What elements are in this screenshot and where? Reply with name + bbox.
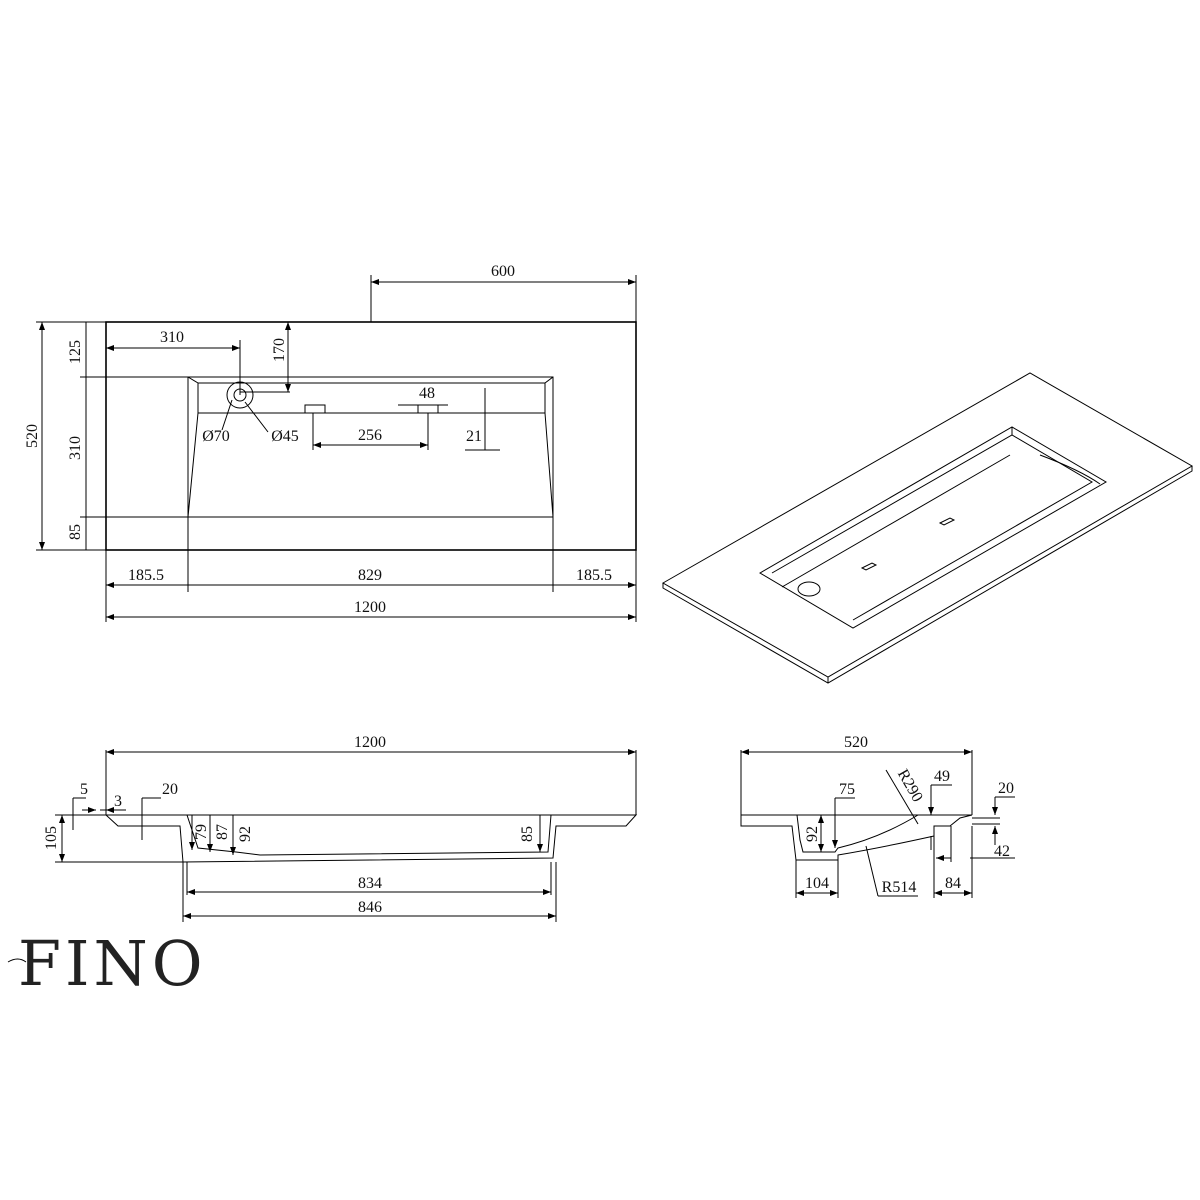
overflow-slot-2 [417,404,439,414]
dim-85: 85 [67,524,84,540]
radius-514: R514 [882,879,917,896]
dim-21: 21 [466,428,482,445]
dim-256: 256 [358,427,382,444]
logo-text: FINO [18,927,207,1000]
brand-logo: FINO [7,927,207,1000]
dim-600: 600 [491,263,515,280]
dim-310-horizontal: 310 [160,329,184,346]
dim-829: 829 [358,567,382,584]
overflow-slot-1 [304,404,326,414]
diameter-70: Ø70 [202,428,230,445]
front-dim-3: 3 [114,793,122,810]
dim-170: 170 [271,338,288,362]
front-dim-846: 846 [358,899,382,916]
front-dim-85: 85 [519,826,536,842]
radius-290: R290 [894,766,926,805]
dim-520: 520 [24,424,41,448]
side-section: 520 R290 49 75 20 92 42 104 R514 84 [740,734,1015,898]
diameter-45: Ø45 [271,428,299,445]
top-view: 600 310 170 125 310 85 520 48 256 21 Ø70… [24,263,637,622]
side-dim-42: 42 [994,843,1010,860]
front-dim-834: 834 [358,875,382,892]
side-dim-75: 75 [839,781,855,798]
side-dim-84: 84 [945,875,961,892]
front-dim-20: 20 [162,781,178,798]
front-dim-1200: 1200 [354,734,386,751]
side-dim-92: 92 [804,826,821,842]
dim-1200: 1200 [354,599,386,616]
front-dim-105: 105 [43,826,60,850]
dim-48: 48 [419,385,435,402]
front-section: 1200 5 3 20 105 79 87 92 85 834 846 [43,734,638,922]
dim-125: 125 [67,340,84,364]
side-dim-104: 104 [805,875,829,892]
isometric-view [661,372,1194,684]
front-dim-5: 5 [80,781,88,798]
dim-185-5-right: 185.5 [576,567,612,584]
front-dim-92: 92 [237,826,254,842]
side-dim-520: 520 [844,734,868,751]
dim-185-5-left: 185.5 [128,567,164,584]
side-dim-20: 20 [998,780,1014,797]
basin-outline [187,376,554,518]
side-dim-49: 49 [934,768,950,785]
dim-310-vertical: 310 [67,436,84,460]
front-dim-79: 79 [193,824,210,840]
front-dim-87: 87 [214,824,231,840]
